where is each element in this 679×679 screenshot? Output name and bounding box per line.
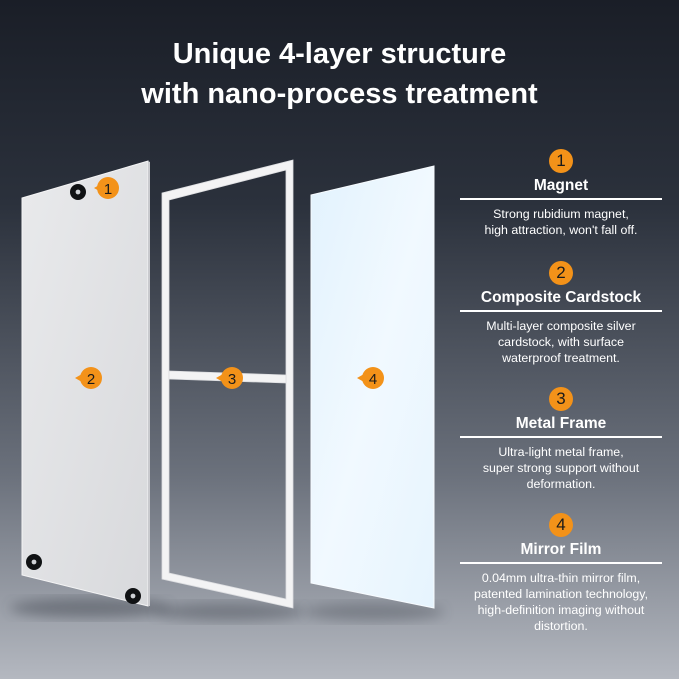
feature-title: Metal Frame	[515, 415, 607, 432]
headline-line-2: with nano-process treatment	[141, 78, 538, 110]
feature-mirror-film: 4 Mirror Film 0.04mm ultra-thin mirror f…	[456, 513, 666, 634]
feature-desc-line: high attraction, won't fall off.	[484, 223, 638, 237]
callout-3: 3	[216, 367, 243, 389]
callout-2: 2	[75, 367, 102, 389]
feature-list: 1 Magnet Strong rubidium magnet, high at…	[456, 0, 666, 679]
callout-4-label: 4	[369, 371, 377, 388]
headline: Unique 4-layer structure with nano-proce…	[0, 34, 679, 114]
feature-desc-line: waterproof treatment.	[502, 351, 620, 365]
feature-desc-line: Ultra-light metal frame,	[498, 445, 624, 459]
feature-desc-line: super strong support without	[482, 461, 640, 475]
feature-badge: 1	[549, 149, 573, 173]
shadow-mirror	[304, 603, 444, 621]
callout-3-label: 3	[228, 371, 236, 388]
magnet-icon	[70, 184, 86, 200]
feature-badge: 4	[549, 513, 573, 537]
feature-title: Magnet	[533, 177, 589, 194]
feature-magnet: 1 Magnet Strong rubidium magnet, high at…	[456, 149, 666, 238]
callout-1-label: 1	[104, 181, 112, 198]
feature-divider	[460, 436, 662, 438]
callout-1: 1	[94, 177, 119, 199]
feature-badge: 3	[549, 387, 573, 411]
feature-description: Strong rubidium magnet, high attraction,…	[456, 206, 666, 238]
headline-line-1: Unique 4-layer structure	[172, 38, 507, 70]
feature-desc-line: Strong rubidium magnet,	[493, 207, 629, 221]
feature-divider	[460, 198, 662, 200]
feature-divider	[460, 562, 662, 564]
cardstock-edge	[148, 161, 150, 606]
feature-desc-line: deformation.	[526, 477, 596, 491]
feature-title: Mirror Film	[520, 541, 602, 558]
feature-divider	[460, 310, 662, 312]
feature-desc-line: cardstock, with surface	[497, 335, 625, 349]
callout-4: 4	[357, 367, 384, 389]
magnet-icon	[125, 588, 141, 604]
magnet-icon	[26, 554, 42, 570]
feature-composite-cardstock: 2 Composite Cardstock Multi-layer compos…	[456, 261, 666, 366]
feature-description: 0.04mm ultra-thin mirror film, patented …	[456, 570, 666, 634]
feature-description: Multi-layer composite silver cardstock, …	[456, 318, 666, 366]
feature-title: Composite Cardstock	[480, 289, 642, 306]
feature-description: Ultra-light metal frame, super strong su…	[456, 444, 666, 492]
callout-2-label: 2	[87, 371, 95, 388]
feature-desc-line: Multi-layer composite silver	[486, 319, 636, 333]
feature-desc-line: distortion.	[534, 619, 588, 633]
shadow-frame	[155, 603, 305, 621]
feature-desc-line: 0.04mm ultra-thin mirror film,	[481, 571, 641, 585]
feature-badge: 2	[549, 261, 573, 285]
feature-desc-line: high-definition imaging without	[477, 603, 645, 617]
feature-metal-frame: 3 Metal Frame Ultra-light metal frame, s…	[456, 387, 666, 492]
feature-desc-line: patented lamination technology,	[473, 587, 649, 601]
